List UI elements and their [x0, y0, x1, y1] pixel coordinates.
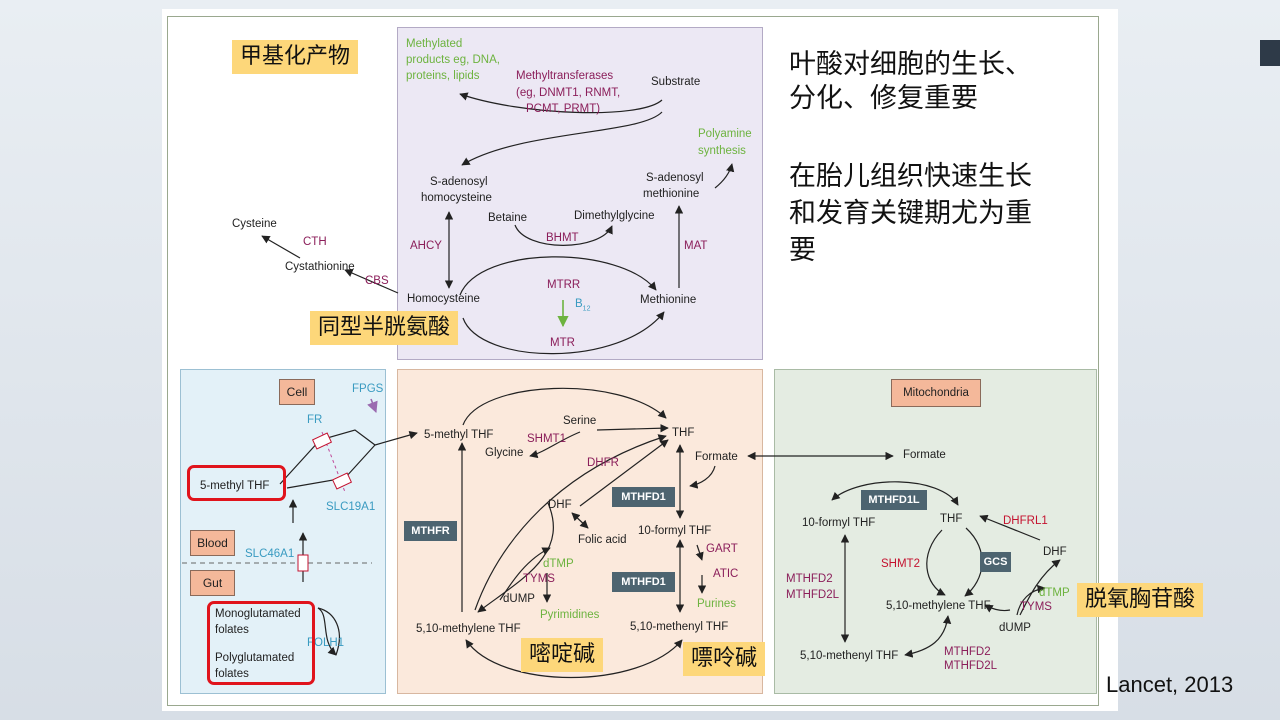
- mito-formyl-thf-label: 10-formyl THF: [802, 517, 876, 529]
- highlight-methyl-thf: [187, 465, 286, 501]
- methionine-cycle-panel: [397, 27, 763, 360]
- atic-enzyme: ATIC: [713, 568, 739, 580]
- highlight-dietary-folates: [207, 601, 315, 685]
- methyltransferases-line1: Methyltransferases: [516, 70, 614, 82]
- mthfd2l-enzyme-b: MTHFD2L: [944, 660, 998, 672]
- note-line-2: 分化、修复重要: [789, 83, 978, 114]
- mito-dtmp-label: dTMP: [1039, 587, 1070, 599]
- methyltransferases-line2: (eg, DNMT1, RNMT,: [516, 87, 621, 99]
- note-line-1: 叶酸对细胞的生长、: [789, 49, 1032, 80]
- shmt1-enzyme: SHMT1: [527, 433, 566, 445]
- mito-thf-label: THF: [940, 513, 963, 525]
- sah-line2: homocysteine: [421, 192, 492, 204]
- fr-transporter: FR: [307, 414, 323, 426]
- slc46a1-transporter: SLC46A1: [245, 548, 295, 560]
- serine-label: Serine: [563, 415, 597, 427]
- mthfd2l-enzyme-a: MTHFD2L: [786, 589, 840, 601]
- cyto-formyl-thf-label: 10-formyl THF: [638, 525, 712, 537]
- mtr-enzyme: MTR: [550, 337, 575, 349]
- gut-label: Gut: [190, 570, 235, 596]
- mthfr-enzyme-box: MTHFR: [404, 521, 457, 541]
- methylated-products-line3: proteins, lipids: [406, 70, 480, 82]
- methyltransferases-line3: PCMT, PRMT): [526, 103, 601, 115]
- shmt2-enzyme: SHMT2: [881, 558, 920, 570]
- cyto-methylene-thf-label: 5,10-methylene THF: [416, 623, 521, 635]
- mat-enzyme: MAT: [684, 240, 708, 252]
- mito-methylene-thf-label: 5,10-methylene THF: [886, 600, 991, 612]
- ahcy-enzyme: AHCY: [410, 240, 442, 252]
- cth-enzyme: CTH: [303, 236, 327, 248]
- callout-homocysteine: 同型半胱氨酸: [310, 311, 459, 345]
- mthfd1-enzyme-box-b: MTHFD1: [612, 572, 675, 592]
- mthfd1-enzyme-box-a: MTHFD1: [612, 487, 675, 507]
- mono-folates-line1: Monoglutamated: [215, 608, 301, 620]
- dimethylglycine-label: Dimethylglycine: [574, 210, 655, 222]
- glycine-label: Glycine: [485, 447, 524, 459]
- b12-cofactor: B12: [575, 298, 591, 313]
- sam-line2: methionine: [643, 188, 700, 200]
- polyamine-line1: Polyamine: [698, 128, 752, 140]
- methylated-products-line2: products eg, DNA,: [406, 54, 500, 66]
- slc19a1-transporter: SLC19A1: [326, 501, 376, 513]
- cyto-dump-label: dUMP: [503, 593, 535, 605]
- cystathionine-label: Cystathionine: [285, 261, 355, 273]
- dhf-label: DHF: [548, 499, 572, 511]
- mito-dump-label: dUMP: [999, 622, 1031, 634]
- dhfr-enzyme: DHFR: [587, 457, 619, 469]
- mito-methenyl-thf-label: 5,10-methenyl THF: [800, 650, 899, 662]
- note-line-3: 在胎儿组织快速生长: [789, 161, 1032, 192]
- methionine-label: Methionine: [640, 294, 697, 306]
- cyto-dtmp-label: dTMP: [543, 558, 574, 570]
- polyamine-line2: synthesis: [698, 145, 746, 157]
- gcs-enzyme-box: GCS: [980, 552, 1011, 572]
- cell-label: Cell: [279, 379, 315, 405]
- citation: Lancet, 2013: [1106, 672, 1234, 697]
- folate-pathway-figure: [167, 16, 1099, 706]
- homocysteine-label: Homocysteine: [407, 293, 480, 305]
- betaine-label: Betaine: [488, 212, 528, 224]
- cyto-thf-label: THF: [672, 427, 695, 439]
- folh1-enzyme: FOLH1: [307, 637, 345, 649]
- mthfd2-enzyme-a: MTHFD2: [786, 573, 833, 585]
- purines-label: Purines: [697, 598, 736, 610]
- callout-methyl-products: 甲基化产物: [232, 40, 359, 74]
- pyrimidines-label: Pyrimidines: [540, 609, 600, 621]
- callout-dtmp: 脱氧胸苷酸: [1077, 583, 1204, 617]
- sah-line1: S-adenosyl: [430, 176, 488, 188]
- mito-dhf-label: DHF: [1043, 546, 1067, 558]
- methylated-products-line1: Methylated: [406, 38, 463, 50]
- note-line-5: 要: [789, 235, 816, 266]
- mito-tyms-enzyme: TYMS: [1020, 601, 1052, 613]
- callout-purine: 嘌呤碱: [683, 642, 766, 676]
- mito-formate-label: Formate: [903, 449, 946, 461]
- gart-enzyme: GART: [706, 543, 738, 555]
- substrate-label: Substrate: [651, 76, 701, 88]
- mitochondria-label: Mitochondria: [891, 379, 981, 407]
- poly-folates-line1: Polyglutamated: [215, 652, 295, 664]
- note-line-4: 和发育关键期尤为重: [789, 198, 1032, 229]
- bhmt-enzyme: BHMT: [546, 232, 579, 244]
- mthfd1l-enzyme-box: MTHFD1L: [861, 490, 927, 510]
- cell-methyl-thf-label: 5-methyl THF: [200, 480, 270, 492]
- blood-label: Blood: [190, 530, 235, 556]
- slide-edge-tab: [1260, 40, 1280, 66]
- folic-acid-label: Folic acid: [578, 534, 627, 546]
- mtrr-enzyme: MTRR: [547, 279, 581, 291]
- sam-line1: S-adenosyl: [646, 172, 704, 184]
- cyto-tyms-enzyme: TYMS: [523, 573, 555, 585]
- mono-folates-line2: folates: [215, 624, 249, 636]
- mthfd2-enzyme-b: MTHFD2: [944, 646, 991, 658]
- cyto-methyl-thf-label: 5-methyl THF: [424, 429, 494, 441]
- fpgs-enzyme: FPGS: [352, 383, 384, 395]
- poly-folates-line2: folates: [215, 668, 249, 680]
- cyto-formate-label: Formate: [695, 451, 738, 463]
- dhfrl1-enzyme: DHFRL1: [1003, 515, 1048, 527]
- cyto-methenyl-thf-label: 5,10-methenyl THF: [630, 621, 729, 633]
- callout-pyrimidine: 嘧啶碱: [521, 638, 604, 672]
- cbs-enzyme: CBS: [365, 275, 389, 287]
- cysteine-label: Cysteine: [232, 218, 277, 230]
